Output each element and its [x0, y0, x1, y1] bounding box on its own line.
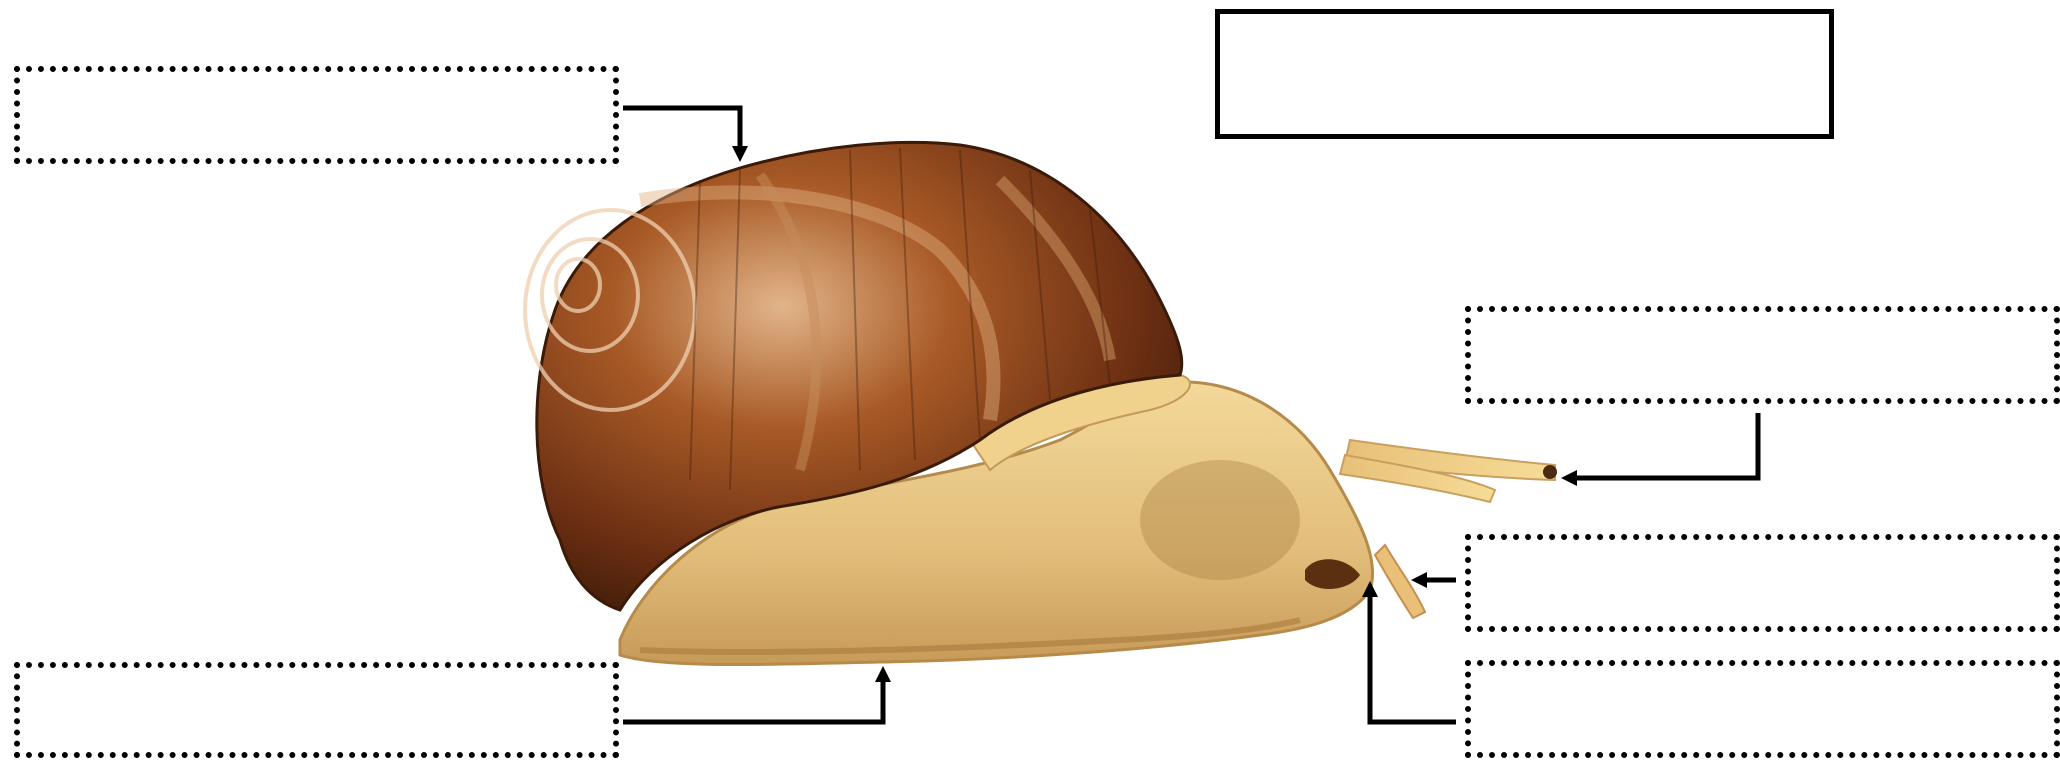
foot-label-box[interactable] [14, 662, 619, 758]
title-box[interactable] [1215, 9, 1834, 139]
lower-tentacle-label-box[interactable] [1465, 534, 2060, 632]
shell-arrow [623, 108, 740, 148]
tentacle-label-box[interactable] [1465, 306, 2060, 404]
shell-label-box[interactable] [14, 66, 619, 164]
tentacle-arrow [1575, 413, 1758, 478]
foot-arrow [623, 680, 883, 722]
mouth-label-box[interactable] [1465, 660, 2060, 758]
